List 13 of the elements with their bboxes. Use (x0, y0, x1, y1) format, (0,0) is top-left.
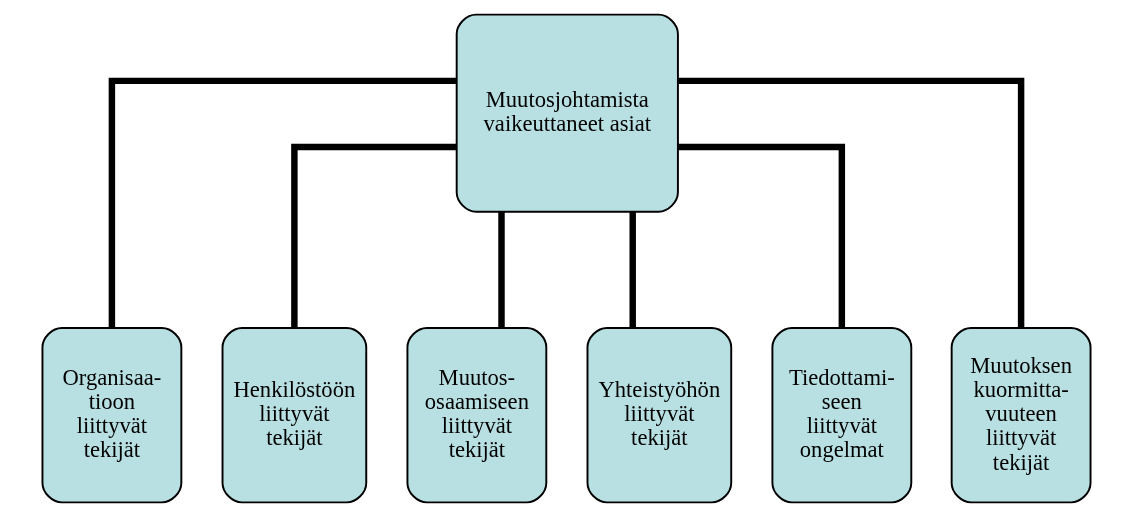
connector (629, 212, 636, 328)
node-box: Muutosjohtamista vaikeuttaneet asiat (455, 13, 679, 213)
node-box: Muutoksen kuormitta- vuuteen liittyvät tekijät (950, 326, 1091, 504)
connector (108, 77, 456, 328)
connector (497, 212, 505, 328)
connector (290, 143, 456, 328)
connector (677, 143, 845, 328)
connector (677, 77, 1024, 328)
node-box: Organisaa- tioon liittyvät tekijät (41, 326, 182, 504)
node-box: Yhteistyöhön liittyvät tekijät (586, 326, 732, 504)
node-box: Henkilöstöön liittyvät tekijät (221, 326, 367, 504)
node-box: Muutos- osaamiseen liittyvät tekijät (405, 326, 547, 504)
node-box: Tiedottami- seen liittyvät ongelmat (770, 326, 912, 504)
